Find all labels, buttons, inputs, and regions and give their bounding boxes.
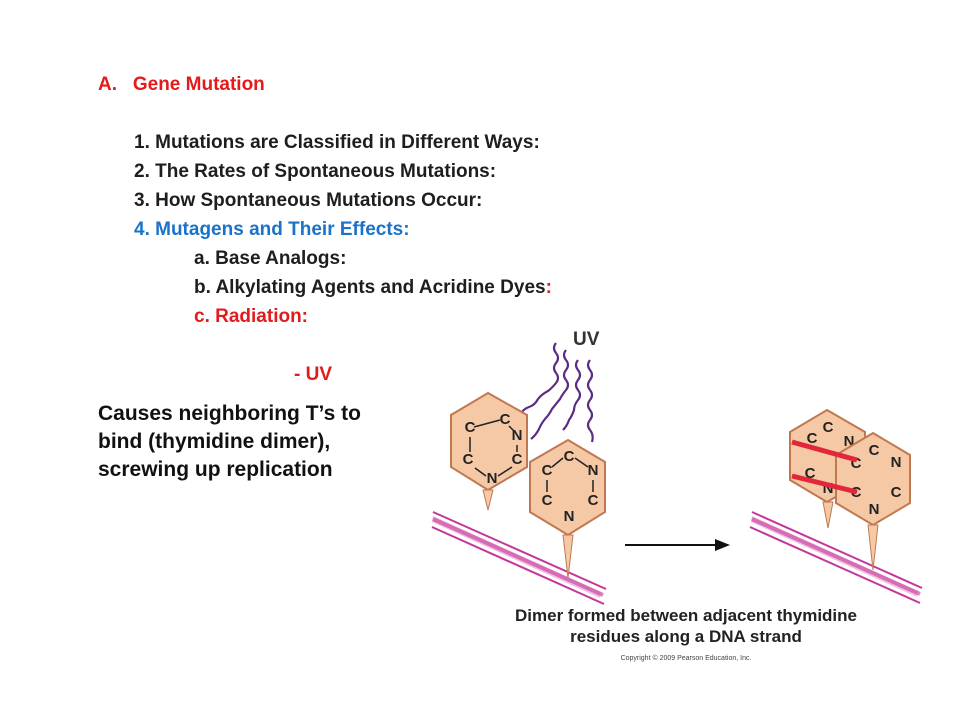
atom-label: C: [542, 492, 553, 509]
right-thymine-ring-2: C C N C N C: [835, 431, 911, 571]
outline-item-4: 4. Mutagens and Their Effects:: [134, 219, 410, 240]
dimer-bonds: [791, 439, 858, 495]
outline-item-2: 2. The Rates of Spontaneous Mutations:: [134, 161, 497, 182]
atom-label: C: [500, 411, 511, 428]
outline-subitem-b-text: b. Alkylating Agents and Acridine Dyes: [194, 277, 546, 298]
reaction-arrow: [625, 539, 730, 551]
outline-uv-item: - UV: [294, 364, 332, 385]
figure-caption-line-1: Dimer formed between adjacent thymidine: [515, 606, 857, 625]
atom-label: N: [588, 462, 599, 479]
outline-item-3: 3. How Spontaneous Mutations Occur:: [134, 190, 483, 211]
atom-label: N: [844, 433, 855, 450]
atom-label: N: [869, 501, 880, 518]
atom-label: C: [823, 419, 834, 436]
right-dna-strand: [749, 511, 923, 604]
atom-label: C: [588, 492, 599, 509]
atom-label: N: [823, 480, 834, 497]
left-thymine-ring-1: C C N C N C: [450, 391, 528, 511]
figure-copyright: Copyright © 2009 Pearson Education, Inc.: [621, 654, 752, 662]
left-thymine-ring-2: C C N C N C: [529, 438, 606, 579]
atom-label: N: [512, 427, 523, 444]
atom-label: C: [805, 465, 816, 482]
outline-item-1: 1. Mutations are Classified in Different…: [134, 132, 540, 153]
figure-caption-line-2: residues along a DNA strand: [570, 627, 802, 646]
atom-label: C: [512, 451, 523, 468]
atom-label: C: [463, 451, 474, 468]
atom-label: C: [807, 430, 818, 447]
uv-label: UV: [573, 329, 600, 350]
heading-title: Gene Mutation: [132, 74, 265, 95]
outline-subitem-b: b. Alkylating Agents and Acridine Dyes:: [98, 273, 552, 302]
atom-label: C: [891, 484, 902, 501]
atom-label: C: [564, 448, 575, 465]
heading-marker: A.: [98, 74, 117, 95]
atom-label: N: [564, 508, 575, 525]
mutation-note: Causes neighboring T’s to bind (thymidin…: [98, 402, 361, 481]
outline-subitem-b-colon: :: [545, 277, 552, 298]
heading-line: A. Gene Mutation: [98, 70, 552, 99]
outline-subitem-a: a. Base Analogs:: [194, 248, 347, 269]
atom-label: N: [487, 470, 498, 487]
outline-subitem-c: c. Radiation:: [194, 306, 309, 327]
atom-label: C: [869, 442, 880, 459]
left-dna-strand: [431, 511, 607, 605]
atom-label: C: [542, 462, 553, 479]
outline: A. Gene Mutation 1. Mutations are Classi…: [98, 70, 552, 389]
atom-label: N: [891, 454, 902, 471]
atom-label: C: [465, 419, 476, 436]
atom-label: C: [851, 455, 862, 472]
